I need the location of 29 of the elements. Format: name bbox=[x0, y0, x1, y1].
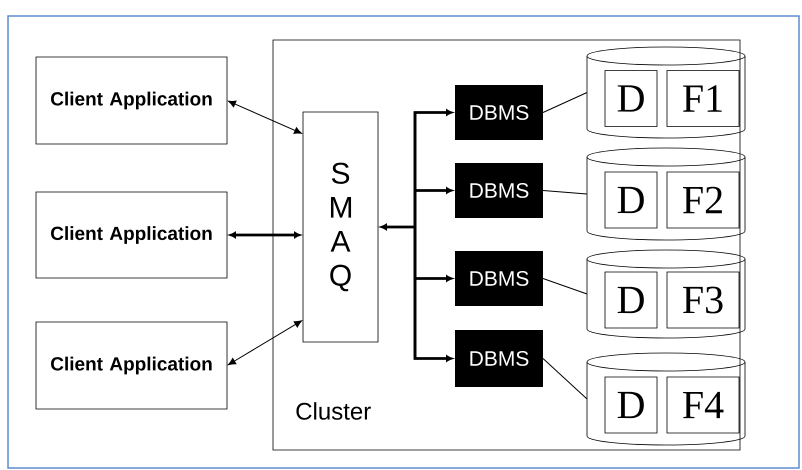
arrow bbox=[228, 100, 302, 134]
connector-line bbox=[542, 92, 588, 113]
data-box: D bbox=[604, 172, 658, 228]
data-box: D bbox=[604, 70, 658, 127]
database-cylinder bbox=[586, 352, 746, 446]
file-box: F2 bbox=[666, 172, 740, 228]
dbms-box: DBMS bbox=[455, 163, 543, 218]
client-box: Client Application bbox=[36, 56, 228, 144]
dbms-box: DBMS bbox=[455, 251, 543, 306]
client-box: Client Application bbox=[36, 322, 228, 410]
database-cylinder bbox=[586, 46, 746, 138]
file-box: F1 bbox=[666, 70, 740, 127]
data-box: D bbox=[604, 272, 658, 328]
dbms-box: DBMS bbox=[455, 330, 543, 387]
smaq-box: S M A Q bbox=[302, 112, 378, 342]
arrow bbox=[414, 227, 453, 362]
connector-line bbox=[542, 190, 588, 194]
arrow bbox=[229, 232, 301, 238]
database-cylinder bbox=[586, 148, 746, 240]
arrow bbox=[228, 320, 302, 366]
connector-line bbox=[542, 278, 588, 294]
database-cylinder bbox=[586, 250, 746, 338]
data-box: D bbox=[604, 376, 658, 434]
connector-line bbox=[542, 358, 588, 400]
client-box: Client Application bbox=[36, 192, 228, 278]
file-box: F3 bbox=[666, 272, 740, 328]
arrow bbox=[414, 187, 453, 227]
file-box: F4 bbox=[666, 376, 740, 434]
dbms-box: DBMS bbox=[455, 85, 543, 140]
